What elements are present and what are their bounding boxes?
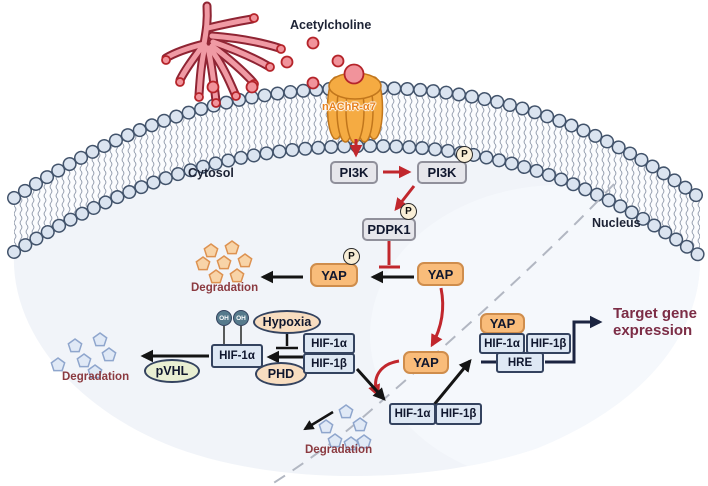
inhibition-hypoxia-on-phd	[276, 334, 298, 350]
node-hif1a-complex: HIF-1α	[479, 333, 525, 354]
arrow-nuclear-hif-to-hre-complex	[431, 359, 472, 407]
node-pvhl: pVHL	[144, 359, 200, 383]
cytosol-label: Cytosol	[188, 166, 234, 180]
phosphate-badge-pi3k: P	[456, 146, 473, 163]
node-hif1b-complex: HIF-1β	[526, 333, 571, 354]
acetylcholine-molecules	[206, 36, 345, 94]
hydroxyl-badge-1: OH	[216, 310, 232, 326]
nachr-a7-receptor-icon	[326, 63, 384, 144]
degradation-label-yap: Degradation	[191, 282, 259, 294]
nuclear-envelope-dashed-line	[271, 183, 615, 485]
node-hif1b-nuclear: HIF-1β	[435, 403, 482, 425]
node-yap-nucleus: YAP	[403, 351, 449, 374]
node-hypoxia: Hypoxia	[253, 310, 321, 334]
nerve-terminal-icon	[161, 1, 286, 108]
arrow-yap-into-nucleus	[430, 287, 445, 348]
node-pi3k: PI3K	[330, 161, 378, 184]
node-yap-cytosol: YAP	[417, 262, 464, 286]
node-hif1a-stack: HIF-1α	[303, 333, 355, 354]
inhibition-pdpk1-on-yap	[379, 241, 400, 269]
node-phd: PHD	[255, 362, 307, 386]
hydroxyl-badge-2: OH	[233, 310, 249, 326]
acetylcholine-label: Acetylcholine	[290, 18, 372, 32]
arrow-pi3kp-to-pdpk1	[394, 185, 416, 211]
target-gene-expression-label: Target gene expression	[613, 305, 697, 340]
red-arrows	[349, 139, 445, 398]
node-yap-complex: YAP	[480, 313, 525, 334]
target-gene-line2: expression	[613, 321, 693, 339]
phosphate-badge-yap: P	[343, 248, 360, 265]
node-pi3k-phosphorylated: PI3K	[417, 161, 467, 184]
target-gene-line1: Target gene	[613, 305, 697, 322]
arrow-hifstack-to-nucleus	[355, 367, 386, 401]
nucleus-label: Nucleus	[592, 216, 641, 230]
node-hif1b-stack: HIF-1β	[303, 353, 355, 374]
node-hre: HRE	[496, 352, 544, 373]
bound-acetylcholine-icon	[343, 63, 365, 85]
arrow-nuclear-hif-to-degradation	[303, 410, 334, 431]
degradation-label-nuclear: Degradation	[305, 444, 373, 456]
node-hif1a-hydroxylated: HIF-1α	[211, 344, 263, 368]
degradation-label-hif1a: Degradation	[62, 371, 130, 383]
transcription-arrow	[481, 315, 603, 364]
node-yap-phosphorylated: YAP	[310, 263, 358, 287]
node-pdpk1: PDPK1	[362, 218, 416, 241]
phosphate-badge-pdpk1: P	[400, 203, 417, 220]
nachr-a7-receptor-label: nAChR-α7	[322, 101, 376, 113]
node-hif1a-nuclear: HIF-1α	[389, 403, 436, 425]
